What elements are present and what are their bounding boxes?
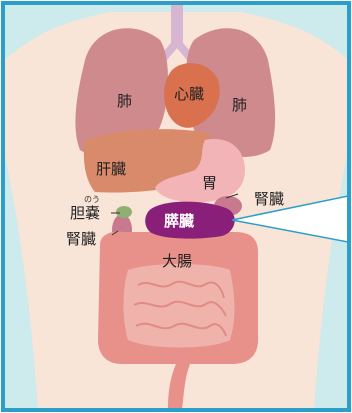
label-stomach: 胃 xyxy=(202,174,217,192)
label-heart: 心臓 xyxy=(174,85,204,103)
label-liver: 肝臓 xyxy=(96,160,126,178)
label-gallbladder-ruby: のう xyxy=(84,195,100,204)
label-pancreas: 膵臓 xyxy=(164,212,194,230)
gallbladder xyxy=(116,206,132,218)
label-kidney-left: 腎臓 xyxy=(66,230,96,248)
label-lung-left: 肺 xyxy=(117,92,132,110)
label-large-intestine: 大腸 xyxy=(162,252,192,270)
label-lung-right: 肺 xyxy=(232,96,247,114)
label-gallbladder: 胆嚢 xyxy=(70,204,100,222)
label-kidney-right: 腎臓 xyxy=(254,190,284,208)
